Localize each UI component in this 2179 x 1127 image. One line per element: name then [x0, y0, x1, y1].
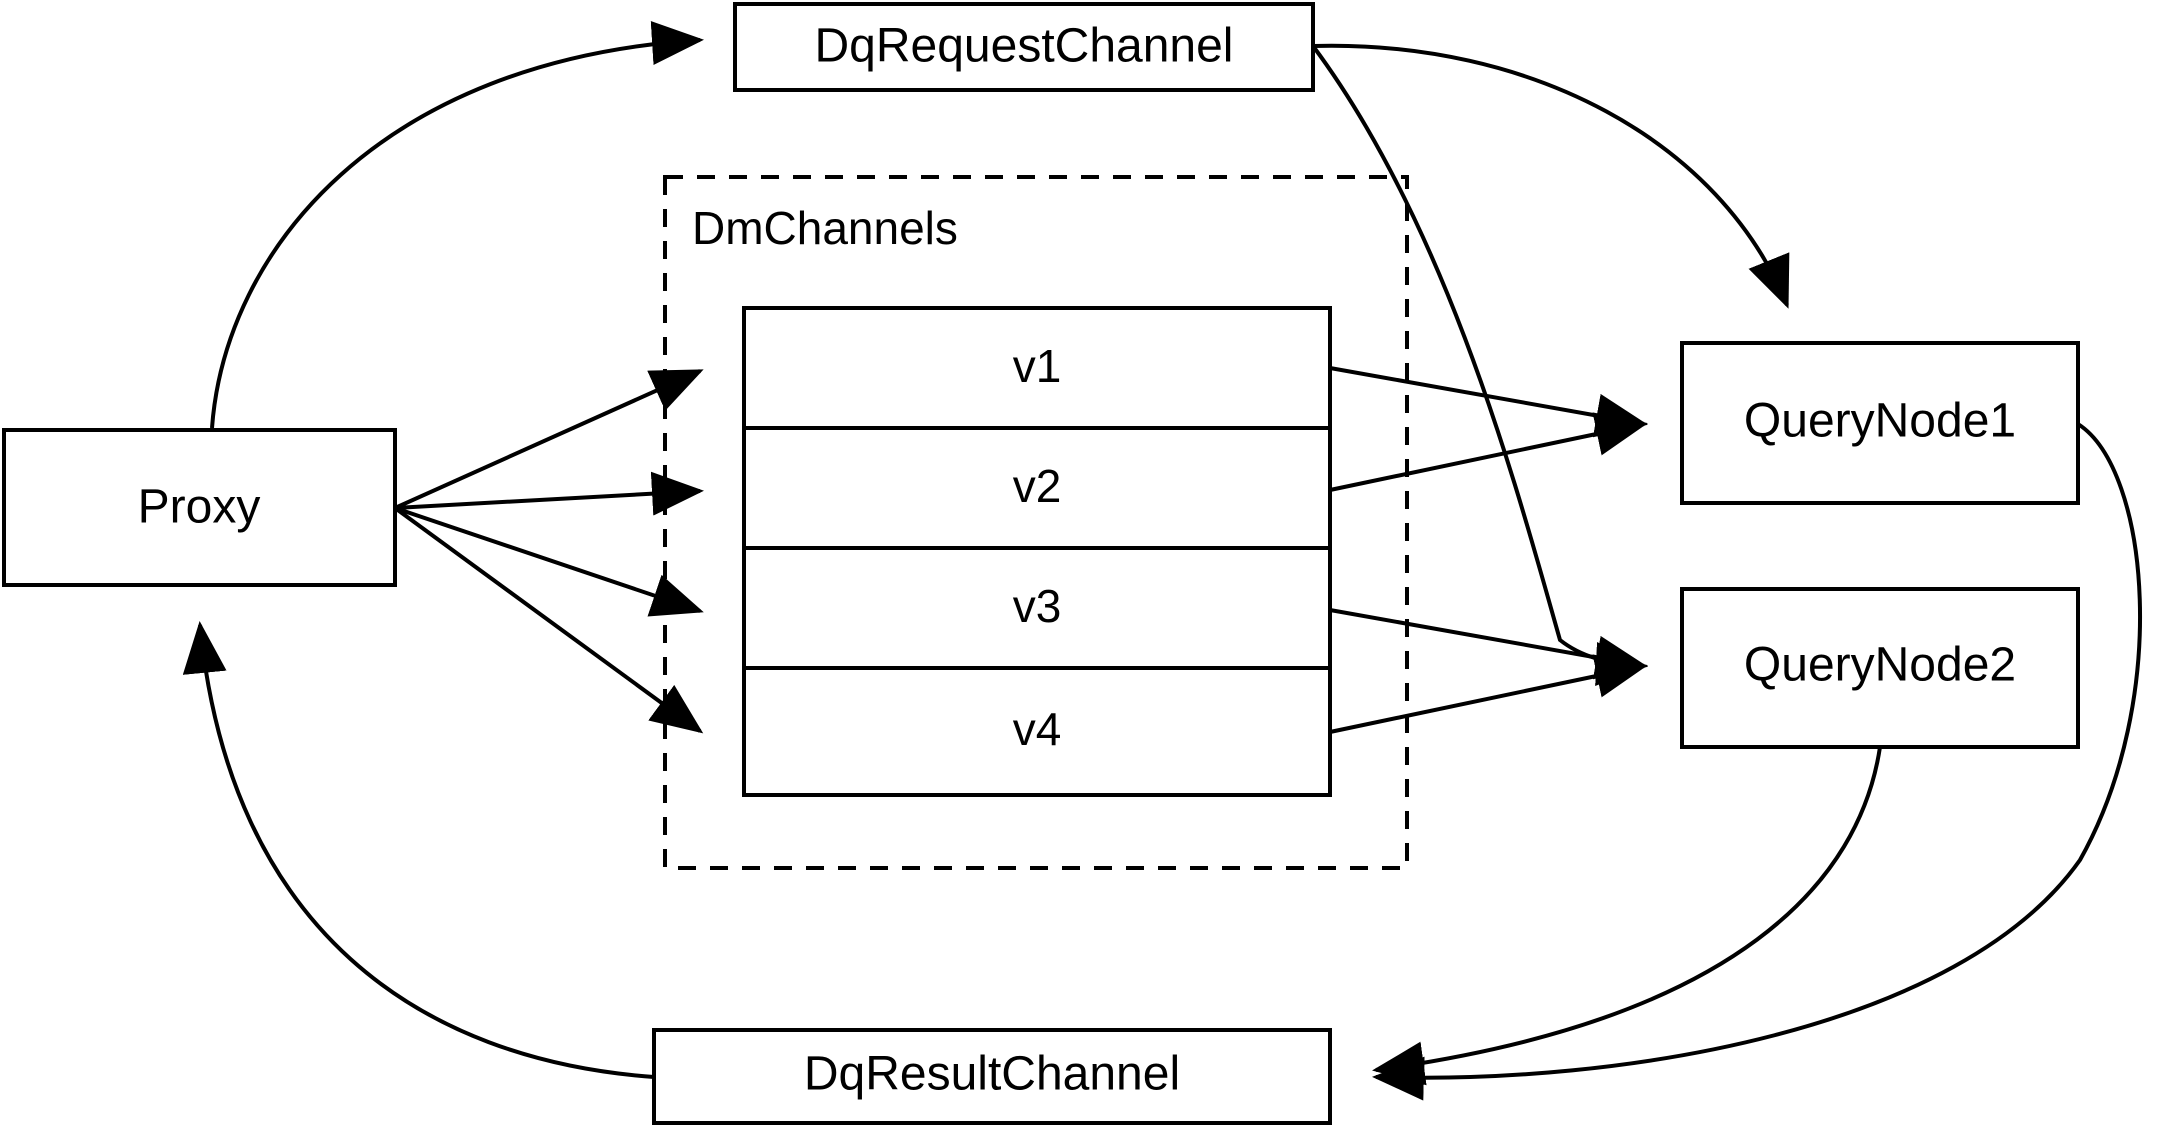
dqresultchannel-box[interactable] — [652, 1028, 1332, 1125]
edge-v4-to-querynode2 — [1329, 654, 1648, 734]
dqresultchannel-label: DqResultChannel — [804, 1048, 1180, 1101]
edge-proxy-to-v3 — [394, 506, 704, 617]
dmchannels-stack: v1 v2 v3 v4 — [742, 306, 1332, 797]
dmchannels-group-label: DmChannels — [692, 202, 958, 254]
channel-box-v2[interactable] — [742, 426, 1332, 550]
node-dqresultchannel[interactable]: DqResultChannel — [652, 1028, 1332, 1125]
channel-box-v3[interactable] — [742, 546, 1332, 670]
proxy-box[interactable] — [2, 428, 397, 587]
querynode1-box[interactable] — [1680, 341, 2080, 505]
edge-proxy-to-v4 — [393, 506, 704, 734]
edge-dqrequestchannel-to-querynode1 — [1312, 43, 1790, 309]
node-proxy[interactable]: Proxy — [2, 428, 397, 587]
node-querynode2[interactable]: QueryNode2 — [1680, 587, 2080, 749]
querynode2-label: QueryNode2 — [1744, 639, 2016, 692]
edge-proxy-to-v2 — [394, 471, 704, 516]
edge-v2-to-querynode1 — [1329, 412, 1648, 492]
querynode1-label: QueryNode1 — [1744, 395, 2016, 448]
edge-dqresultchannel-to-proxy — [182, 621, 655, 1079]
proxy-label: Proxy — [138, 481, 261, 534]
edge-v3-to-querynode2 — [1329, 608, 1648, 680]
channel-label-v1: v1 — [1013, 340, 1062, 392]
edge-proxy-to-dqrequestchannel — [210, 21, 704, 429]
node-querynode1[interactable]: QueryNode1 — [1680, 341, 2080, 505]
edge-dqrequestchannel-to-querynode2 — [1311, 44, 1648, 686]
dmchannels-group-box — [663, 175, 1409, 870]
dqrequestchannel-box[interactable] — [733, 2, 1315, 92]
edge-v1-to-querynode1 — [1329, 366, 1648, 438]
channel-label-v4: v4 — [1013, 703, 1062, 755]
edge-proxy-to-v1 — [394, 369, 704, 510]
channel-label-v2: v2 — [1013, 460, 1062, 512]
node-dqrequestchannel[interactable]: DqRequestChannel — [733, 2, 1315, 92]
edge-querynode1-to-dqresultchannel — [1372, 422, 2142, 1101]
channel-label-v3: v3 — [1013, 580, 1062, 632]
dqrequestchannel-label: DqRequestChannel — [815, 20, 1234, 73]
edge-querynode2-to-dqresultchannel — [1372, 746, 1882, 1086]
querynode2-box[interactable] — [1680, 587, 2080, 749]
channel-box-v4[interactable] — [742, 666, 1332, 797]
